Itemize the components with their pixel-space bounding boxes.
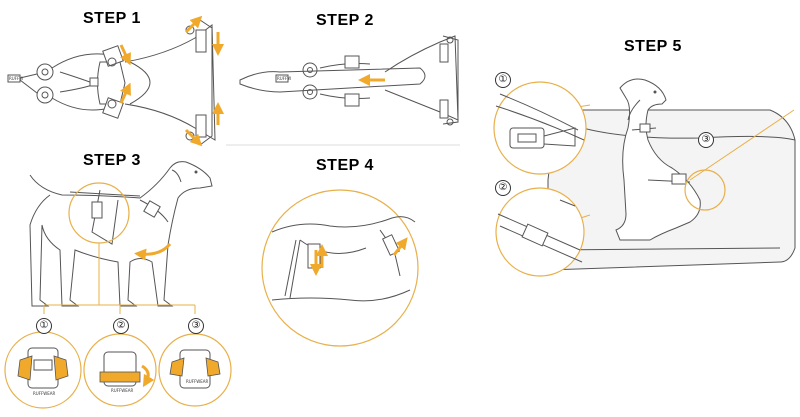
step5-sub-label-2: ②	[495, 180, 511, 196]
step3-buckle-detail-1: RUFFWEAR	[4, 331, 82, 409]
step3-dog-illustration	[29, 161, 213, 307]
step3-connector	[43, 243, 196, 314]
step2-harness-illustration: RUFFW	[239, 35, 459, 126]
step3-sub-label-3: ③	[188, 318, 204, 334]
arrow-icon	[184, 128, 203, 147]
zoom-circle	[684, 169, 726, 211]
step1-title: STEP 1	[83, 10, 141, 27]
step5-sub-label-3: ③	[698, 132, 714, 148]
arrow-icon	[392, 237, 408, 256]
step5-detail-1	[493, 81, 587, 175]
arrow-icon	[184, 15, 203, 34]
step1-harness-illustration: RUFFW	[7, 19, 216, 146]
svg-text:RUFFWEAR: RUFFWEAR	[111, 388, 134, 393]
arrow-icon	[134, 242, 172, 261]
step5-sub-label-1: ①	[495, 72, 511, 88]
step5-title: STEP 5	[624, 38, 682, 55]
step3-buckle-detail-3: RUFFWEAR	[158, 333, 232, 407]
svg-text:RUFFW: RUFFW	[9, 76, 23, 81]
arrow-icon	[119, 82, 131, 104]
step2-title: STEP 2	[316, 12, 374, 29]
step4-detail-illustration	[261, 189, 419, 347]
step3-title: STEP 3	[83, 152, 141, 169]
step3-sub-label-2: ②	[113, 318, 129, 334]
step4-title: STEP 4	[316, 157, 374, 174]
svg-text:RUFFWEAR: RUFFWEAR	[186, 379, 209, 384]
step3-buckle-detail-2: RUFFWEAR	[83, 333, 157, 407]
arrow-icon	[119, 44, 131, 66]
step5-dog-illustration	[615, 78, 795, 241]
step1-arrows	[119, 15, 224, 147]
svg-text:RUFFWEAR: RUFFWEAR	[33, 391, 56, 396]
step3-sub-label-1: ①	[36, 318, 52, 334]
step5-detail-2	[495, 187, 585, 277]
svg-text:RUFFW: RUFFW	[277, 76, 291, 81]
